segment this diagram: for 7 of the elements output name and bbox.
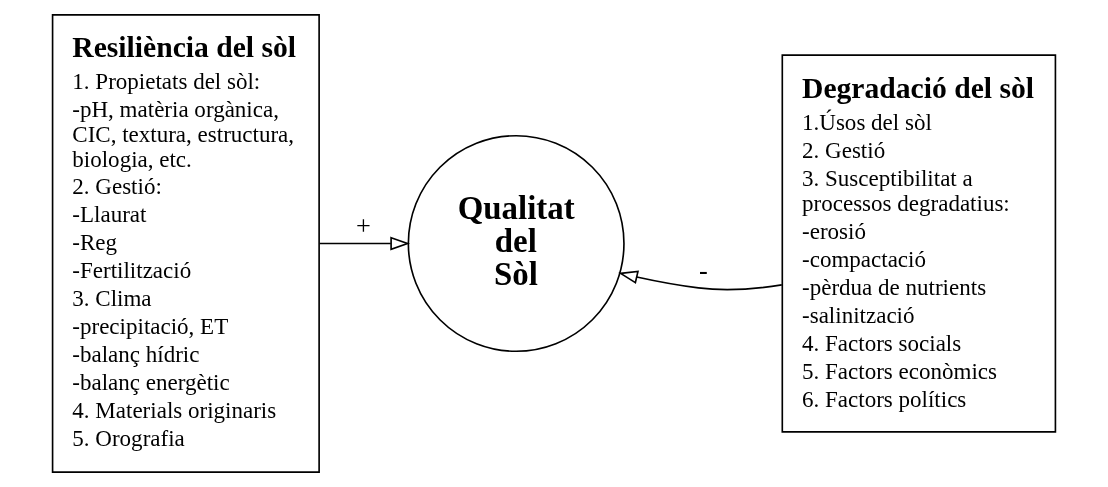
- node-circle: Qualitat del Sòl: [407, 134, 625, 353]
- node-box: Degradació del sòl 1.Úsos del sòl 2. Gestió 3. Susceptibilitat a processos degradatius: -erosió -compactació -pèrdua de nutrients -salinització 4. Factors socials 5. Factors econòmics 6. Factors polítics: [781, 54, 1057, 433]
- node-box: Resiliència del sòl 1. Propietats del sòl: -pH, matèria orgànica, CIC, textura, estructura, biologia, etc. 2. Gestió: -Llaurat -Reg -Fertilització 3. Clima -precipitació, ET -balanç hídric -balanç energètic 4. Materials originaris 5. Orografia: [51, 13, 320, 474]
- edge-label: -: [698, 256, 708, 286]
- arrow: [618, 270, 783, 291]
- arrow: [318, 236, 411, 251]
- edge-label: +: [356, 211, 371, 241]
